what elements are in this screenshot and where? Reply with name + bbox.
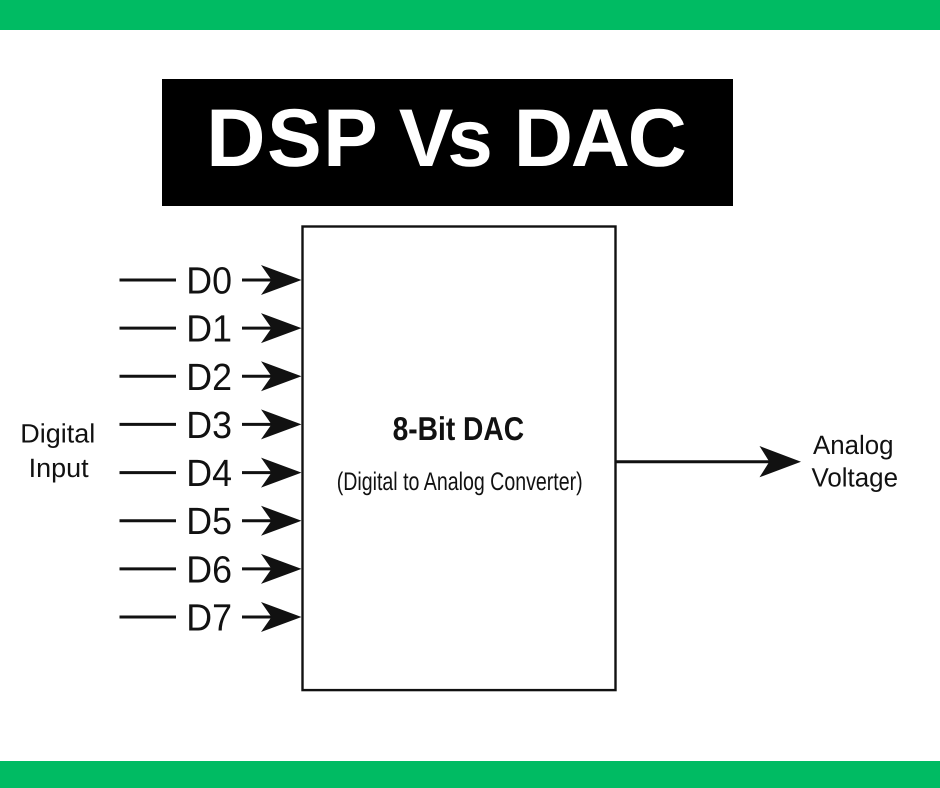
svg-text:D5: D5 — [186, 501, 232, 543]
svg-text:D4: D4 — [186, 453, 232, 495]
svg-text:D6: D6 — [186, 549, 232, 591]
svg-text:(Digital to Analog Converter): (Digital to Analog Converter) — [337, 468, 583, 496]
svg-text:Voltage: Voltage — [812, 462, 899, 492]
svg-text:8-Bit DAC: 8-Bit DAC — [393, 410, 524, 447]
svg-text:D1: D1 — [186, 309, 232, 351]
svg-text:Input: Input — [29, 453, 90, 483]
svg-text:D0: D0 — [186, 261, 232, 303]
svg-text:Analog: Analog — [813, 430, 894, 460]
svg-text:D2: D2 — [186, 357, 232, 399]
svg-text:D3: D3 — [186, 405, 232, 447]
svg-text:D7: D7 — [186, 598, 232, 640]
svg-text:Digital: Digital — [20, 419, 95, 449]
